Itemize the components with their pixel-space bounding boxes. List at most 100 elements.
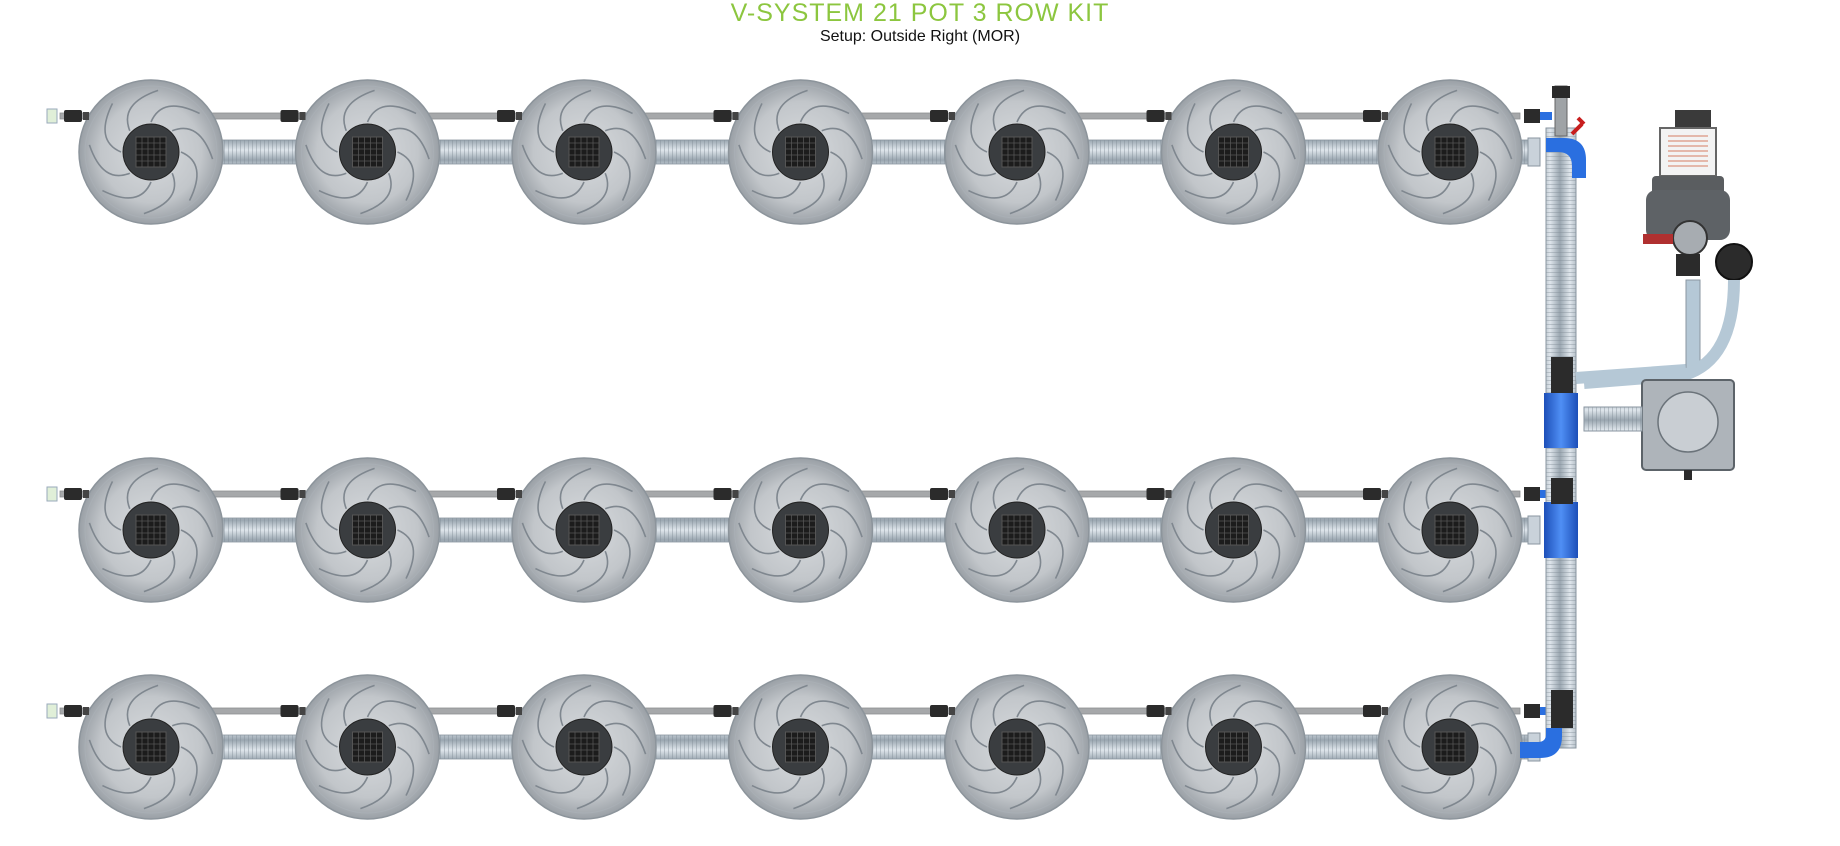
pot	[727, 674, 874, 820]
pot-rim	[84, 680, 218, 814]
drain-coupler	[1527, 515, 1541, 545]
pot-vane	[104, 698, 122, 748]
pot-grate	[785, 136, 816, 168]
pot-vane	[992, 684, 1025, 727]
pot-vane	[1403, 481, 1421, 531]
pot-grate	[785, 731, 816, 763]
pot-vane	[793, 172, 825, 215]
pot-vane	[88, 739, 131, 772]
pot-vane	[1403, 103, 1421, 153]
pot-vane	[366, 700, 417, 718]
pot-vane	[180, 151, 198, 201]
dripper-stem	[299, 112, 306, 120]
pot-vane	[1226, 767, 1258, 810]
pot-rim	[517, 463, 651, 597]
pot-vane	[1449, 700, 1499, 718]
dripper-fitting	[930, 488, 948, 500]
dripper-fitting	[1146, 488, 1165, 500]
pot-vane	[1479, 151, 1497, 201]
dripper-fitting	[1363, 110, 1381, 122]
pot-vane	[305, 522, 347, 555]
pot-row	[46, 457, 1552, 603]
dripper-stem	[83, 707, 89, 715]
pot-vane	[1226, 172, 1258, 215]
pot-vane	[1401, 559, 1451, 577]
pot-vane	[753, 103, 771, 153]
pot-vane	[1186, 481, 1204, 531]
pot	[944, 674, 1090, 820]
pot-vane	[1046, 746, 1064, 796]
pot-vane	[1401, 181, 1451, 199]
pot-vane	[821, 722, 863, 755]
pot-vane	[1037, 722, 1080, 755]
pot-vane	[1009, 172, 1042, 215]
dripper-stem	[1165, 707, 1172, 715]
pot	[727, 457, 874, 603]
dripper-fitting	[713, 705, 732, 717]
feed-hose	[1575, 364, 1687, 384]
pot-vane	[1209, 89, 1241, 132]
pot-vane	[537, 698, 555, 748]
pot-vane	[388, 505, 430, 538]
pot-vane	[968, 559, 1018, 577]
pot-rim	[84, 463, 218, 597]
pot-vane	[954, 144, 997, 177]
dripper-fitting	[280, 705, 299, 717]
pot	[727, 79, 874, 225]
pot-vane	[1442, 767, 1475, 810]
pot-vane	[1184, 181, 1235, 199]
pot-vane	[1387, 522, 1430, 555]
pot-vane	[1254, 127, 1296, 160]
pot	[294, 79, 441, 225]
pot	[1160, 457, 1307, 603]
pot-grate	[568, 731, 600, 763]
pot-rim	[950, 463, 1084, 597]
pot-vane	[102, 776, 152, 794]
pot-vane	[559, 467, 592, 510]
pot-vane	[830, 746, 848, 796]
end-cap	[46, 486, 58, 502]
pot-vane	[1263, 529, 1281, 579]
pot-grate	[1434, 514, 1466, 546]
pot-vane	[318, 181, 369, 199]
pot-rim	[301, 463, 434, 597]
pot-rim	[517, 85, 651, 219]
pot	[511, 457, 657, 603]
dripper-stem	[949, 490, 955, 498]
pot-grate	[1434, 731, 1466, 763]
manifold-valve	[1551, 690, 1573, 728]
row-end-fitting	[1524, 109, 1540, 123]
pot-vane	[1403, 698, 1421, 748]
pot-vane	[305, 739, 347, 772]
pot-vane	[397, 151, 415, 201]
pot-vane	[776, 684, 808, 727]
pot-rim	[301, 680, 434, 814]
pot	[1160, 674, 1307, 820]
dripper-stem	[1382, 112, 1388, 120]
pot-vane	[1470, 722, 1513, 755]
pot-vane	[318, 559, 369, 577]
pot-vane	[776, 89, 808, 132]
pot-grate	[352, 514, 383, 546]
pot	[78, 79, 224, 225]
dripper-stem	[1165, 112, 1172, 120]
dripper-stem	[1382, 490, 1388, 498]
pot-rim	[950, 85, 1084, 219]
pot-vane	[968, 776, 1018, 794]
pot-vane	[1263, 746, 1281, 796]
dripper-fitting	[280, 488, 299, 500]
pot-vane	[1254, 722, 1296, 755]
pot-vane	[604, 127, 647, 160]
pot-vane	[821, 505, 863, 538]
pot-rim	[1167, 463, 1300, 597]
riser-cap	[1552, 86, 1570, 98]
pot-rim	[734, 463, 867, 597]
filter-canister	[1715, 243, 1753, 281]
pot-vane	[537, 481, 555, 531]
pot-vane	[954, 522, 997, 555]
diagram-title: V-SYSTEM 21 POT 3 ROW KIT	[730, 0, 1110, 27]
pot-vane	[799, 483, 850, 501]
pot-grate	[1218, 136, 1249, 168]
pot	[1377, 79, 1523, 225]
pot-vane	[397, 746, 415, 796]
